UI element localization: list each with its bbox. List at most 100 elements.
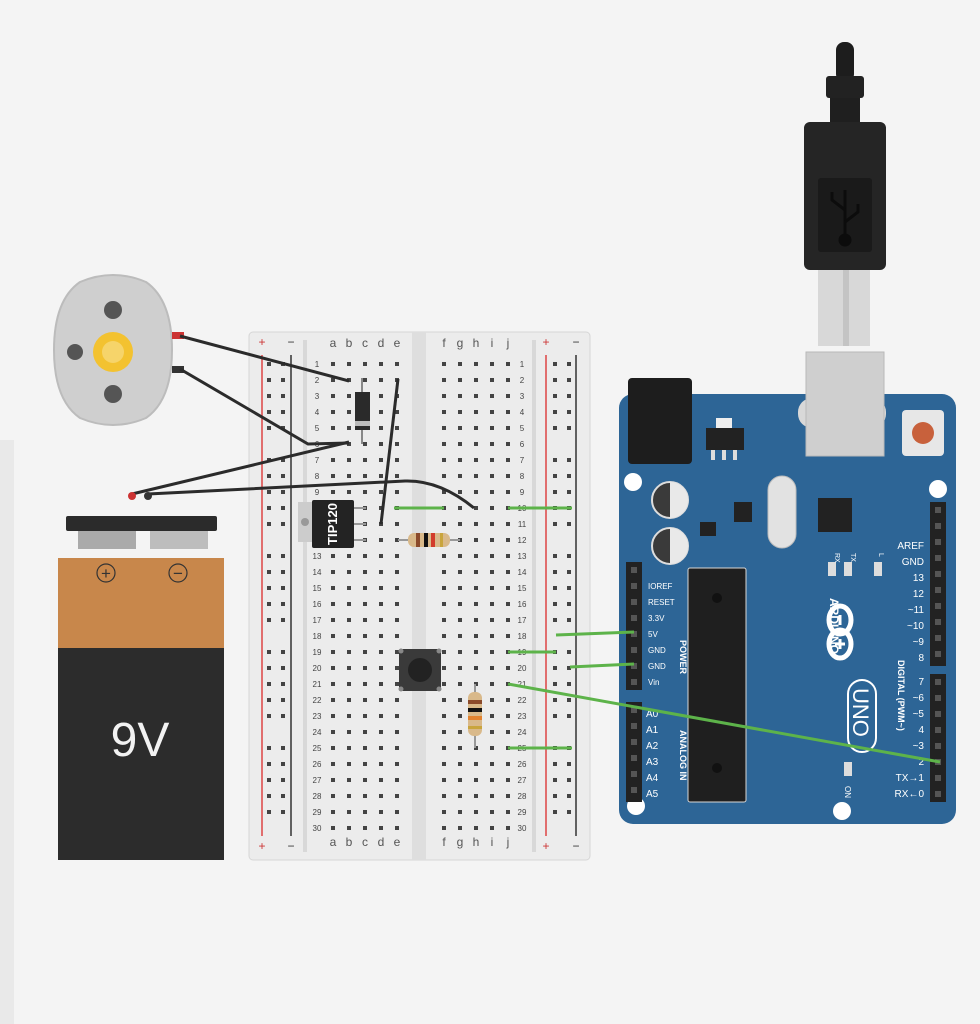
tip120-transistor[interactable]: TIP120	[298, 500, 366, 548]
row-number: 13	[518, 552, 527, 561]
pushbutton[interactable]	[398, 648, 442, 692]
row-number: 3	[520, 392, 525, 401]
pin-label: ~10	[907, 621, 924, 632]
header-pin[interactable]	[935, 711, 941, 717]
header-pin[interactable]	[935, 571, 941, 577]
wire-motor-plus	[179, 334, 350, 383]
header-pin[interactable]	[935, 679, 941, 685]
pin-label: A2	[646, 741, 659, 752]
row-number: 28	[313, 792, 322, 801]
pin-label: 8	[918, 653, 924, 664]
row-number: 24	[518, 728, 527, 737]
row-number: 16	[313, 600, 322, 609]
row-number: 3	[315, 392, 320, 401]
header-pin[interactable]	[631, 567, 637, 573]
header-pin[interactable]	[631, 679, 637, 685]
header-pin[interactable]	[935, 539, 941, 545]
on-led-label: ON	[843, 786, 852, 798]
row-number: 1	[315, 360, 320, 369]
header-pin[interactable]	[631, 631, 637, 637]
pin-label: A0	[646, 709, 659, 720]
rail-sign: +	[542, 335, 549, 349]
row-number: 23	[518, 712, 527, 721]
battery-9v[interactable]: + − 9V	[58, 516, 224, 860]
pin-label: TX→1	[896, 773, 925, 784]
rail-sign: −	[572, 839, 579, 853]
row-number: 27	[518, 776, 527, 785]
pin-label: ~9	[913, 637, 925, 648]
column-letter: j	[506, 336, 510, 350]
breadboard-holes[interactable]	[267, 362, 571, 830]
pin-label: RESET	[648, 598, 675, 607]
row-number: 15	[518, 584, 527, 593]
header-pin[interactable]	[935, 743, 941, 749]
column-letter: i	[491, 336, 494, 350]
analog-header-label: ANALOG IN	[678, 730, 688, 781]
l-led-label: L	[877, 553, 884, 557]
power-header-label: POWER	[678, 640, 688, 675]
header-pin[interactable]	[935, 523, 941, 529]
header-pin[interactable]	[935, 555, 941, 561]
wires[interactable]	[128, 334, 941, 764]
row-number: 22	[518, 696, 527, 705]
pin-label: A5	[646, 789, 659, 800]
dc-motor[interactable]	[52, 274, 184, 426]
digital-header-low[interactable]	[930, 674, 946, 802]
dc-jack	[628, 378, 692, 464]
header-pin[interactable]	[631, 723, 637, 729]
header-pin[interactable]	[935, 695, 941, 701]
pin-label: A3	[646, 757, 659, 768]
resistor-base[interactable]	[398, 533, 460, 547]
header-pin[interactable]	[935, 635, 941, 641]
diode[interactable]	[355, 378, 370, 444]
header-pin[interactable]	[631, 739, 637, 745]
pin-label: A4	[646, 773, 659, 784]
header-pin[interactable]	[935, 603, 941, 609]
row-number: 26	[313, 760, 322, 769]
header-pin[interactable]	[631, 707, 637, 713]
wire-pin2	[507, 682, 941, 764]
header-pin[interactable]	[631, 599, 637, 605]
header-pin[interactable]	[631, 663, 637, 669]
row-number: 29	[518, 808, 527, 817]
row-number: 7	[315, 456, 320, 465]
digital-header-high[interactable]	[930, 502, 946, 666]
row-number: 30	[313, 824, 322, 833]
power-header[interactable]	[626, 562, 642, 690]
pin-labels: IOREFRESET3.3V5VGNDGNDVinA0A1A2A3A4A5ARE…	[631, 507, 941, 800]
header-pin[interactable]	[935, 651, 941, 657]
column-letter: c	[362, 835, 368, 849]
header-pin[interactable]	[935, 507, 941, 513]
column-letter: g	[457, 336, 464, 350]
column-letter: i	[491, 835, 494, 849]
row-number: 16	[518, 600, 527, 609]
column-letter: a	[330, 336, 337, 350]
header-pin[interactable]	[631, 647, 637, 653]
header-pin[interactable]	[935, 727, 941, 733]
header-pin[interactable]	[935, 619, 941, 625]
wire-diode-collector	[379, 378, 400, 525]
row-number: 29	[313, 808, 322, 817]
pin-label: GND	[902, 557, 924, 568]
rail-sign: −	[287, 839, 294, 853]
pin-label: 7	[918, 677, 924, 688]
arduino-uno[interactable]: RX TX L ON ARDUINO UNO POWER ANALOG IN D…	[619, 351, 956, 824]
pin-label: 2	[918, 757, 924, 768]
header-pin[interactable]	[631, 615, 637, 621]
header-pin[interactable]	[631, 583, 637, 589]
resistor-pulldown[interactable]	[468, 684, 482, 748]
column-letter: j	[506, 835, 510, 849]
digital-header-label: DIGITAL (PWM~)	[896, 660, 906, 731]
header-pin[interactable]	[935, 587, 941, 593]
header-pin[interactable]	[935, 791, 941, 797]
header-pin[interactable]	[631, 787, 637, 793]
reset-button[interactable]	[902, 410, 944, 456]
analog-header[interactable]	[626, 702, 642, 802]
header-pin[interactable]	[631, 755, 637, 761]
pin-label: ~6	[913, 693, 925, 704]
row-number: 15	[313, 584, 322, 593]
header-pin[interactable]	[935, 775, 941, 781]
header-pin[interactable]	[631, 771, 637, 777]
